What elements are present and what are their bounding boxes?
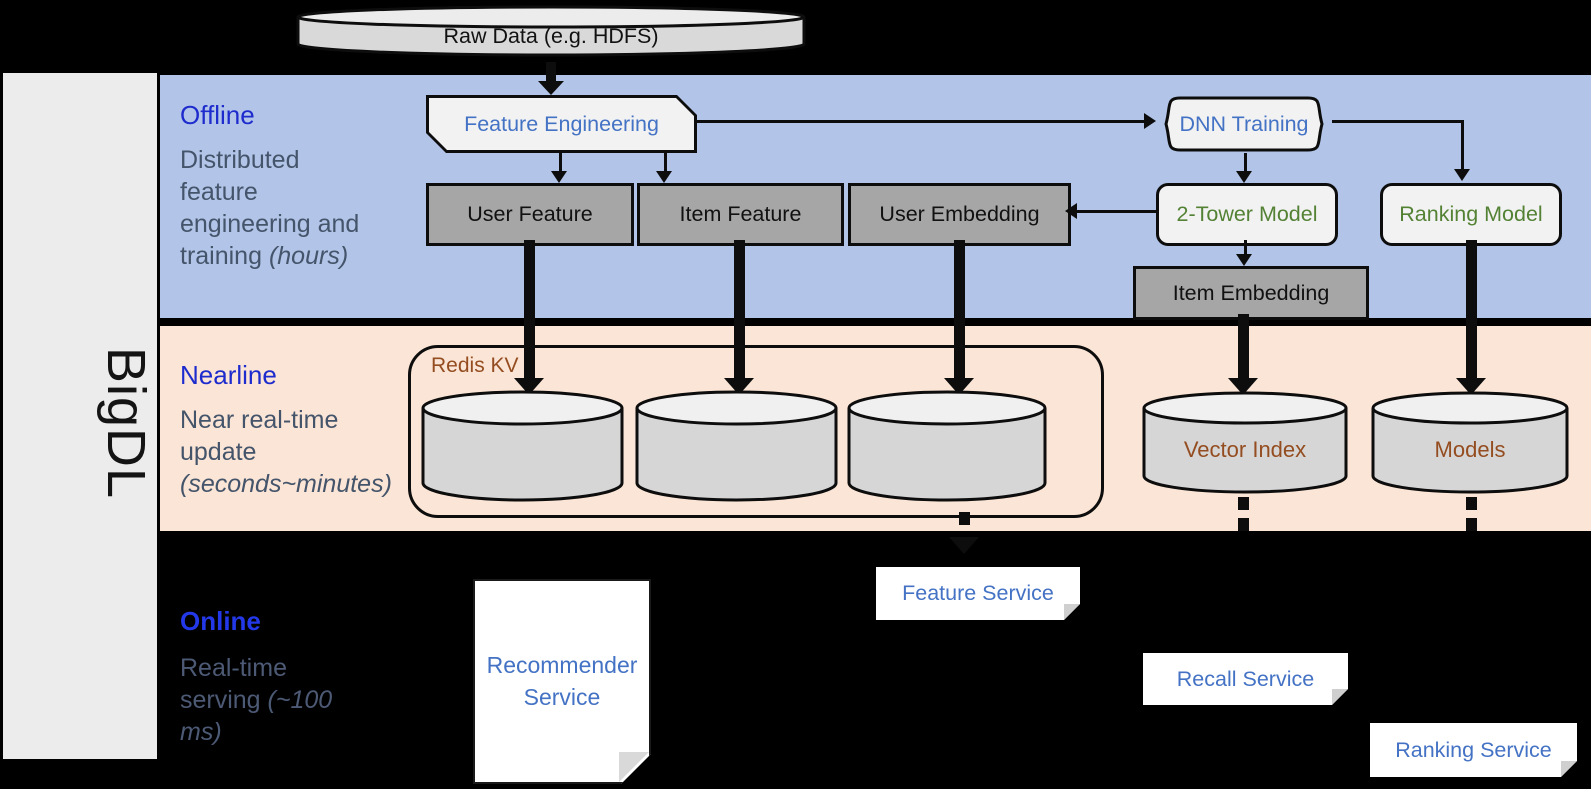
arrow-dnn-to-twotower-head [1236, 171, 1252, 183]
arrow-rankingmodel-to-models-line [1466, 240, 1477, 378]
arrow-userfeature-to-redis-line [524, 240, 535, 378]
vector-index-store: Vector Index [1141, 390, 1349, 498]
online-subtitle-text: Real-time serving [180, 654, 287, 714]
redis-kv-label: Redis KV [431, 354, 519, 377]
arrow-userembedding-to-redis-line [954, 240, 965, 378]
item-feature-label: Item Feature [679, 202, 802, 226]
arrow-fe-to-userfeature-head [551, 171, 567, 183]
user-feature-node: User Feature [426, 183, 634, 246]
nearline-subtitle-em: (seconds~minutes) [180, 470, 392, 498]
offline-subtitle-em: (hours) [268, 242, 349, 270]
arrow-rawdata-to-fe-line [546, 62, 556, 82]
arrow-twotower-to-userembedding-head [1065, 203, 1077, 219]
offline-subtitle-text: Distributed feature engineering and trai… [180, 146, 360, 270]
raw-data-label: Raw Data (e.g. HDFS) [443, 23, 659, 48]
brace-frame-shape [1164, 96, 1324, 152]
recall-service-label: Recall Service [1176, 666, 1315, 691]
page-fold-icon [1561, 761, 1577, 777]
arrow-dnn-to-ranking-hline [1332, 119, 1464, 123]
arrow-twotower-to-userembedding-line [1077, 209, 1156, 213]
redis-cylinder-3 [846, 388, 1048, 506]
arrow-dnn-to-ranking-vline [1461, 119, 1464, 170]
cylinder-shape [296, 5, 806, 57]
arrow-fe-to-itemfeature-head [656, 171, 672, 183]
nearline-title: Nearline [180, 360, 277, 390]
user-embedding-node: User Embedding [848, 183, 1071, 246]
two-tower-model-node: 2-Tower Model [1156, 183, 1338, 246]
feature-service-label: Feature Service [902, 581, 1054, 605]
arrow-vectorindex-to-recall-dashes [1238, 497, 1249, 531]
arrow-redis-to-featureservice-dashes [959, 512, 970, 533]
arrow-models-to-ranking-dashes [1466, 497, 1477, 531]
user-feature-label: User Feature [467, 202, 593, 226]
online-title: Online [180, 606, 261, 636]
arrow-rankingmodel-to-models-head [1456, 378, 1486, 395]
two-tower-model-label: 2-Tower Model [1176, 202, 1318, 226]
arrow-twotower-to-itemembedding-line [1243, 240, 1247, 254]
arrow-twotower-to-itemembedding-head [1236, 254, 1252, 266]
ranking-model-label: Ranking Model [1399, 202, 1543, 226]
arrow-fe-to-userfeature-line [558, 153, 562, 171]
offline-title: Offline [180, 100, 255, 130]
recommender-service-node: Recommender Service [473, 579, 651, 784]
arrow-itemembedding-to-vectorindex-head [1228, 378, 1258, 395]
user-embedding-label: User Embedding [879, 202, 1040, 226]
ranking-service-label: Ranking Service [1395, 737, 1552, 762]
arrow-rawdata-to-fe-head [538, 81, 564, 95]
feature-service-node: Feature Service [876, 567, 1080, 620]
arrow-fe-to-itemfeature-line [663, 153, 667, 171]
item-embedding-node: Item Embedding [1133, 266, 1369, 320]
page-fold-icon [619, 752, 649, 782]
item-embedding-label: Item Embedding [1172, 280, 1330, 305]
arrow-dnn-to-ranking-head [1454, 169, 1470, 181]
page-fold-icon [1332, 689, 1348, 705]
redis-cylinder-2 [634, 388, 839, 506]
feature-engineering-label: Feature Engineering [429, 98, 694, 150]
vector-index-label: Vector Index [1183, 437, 1307, 462]
models-label: Models [1434, 437, 1506, 462]
arrow-dnn-to-twotower-line [1243, 153, 1247, 171]
online-subtitle-em: (~100 ms) [180, 686, 333, 746]
arrow-fe-to-dnn-head [1144, 113, 1156, 129]
arrow-itemfeature-to-redis-line [734, 240, 745, 378]
arrow-fe-to-dnn-line [697, 119, 1144, 123]
online-subtitle: Real-time serving (~100 ms) [180, 652, 335, 748]
nearline-subtitle-text: Near real-time update [180, 406, 339, 466]
raw-data-store: Raw Data (e.g. HDFS) [295, 4, 807, 62]
ranking-model-node: Ranking Model [1380, 183, 1562, 246]
ranking-service-node: Ranking Service [1370, 723, 1577, 777]
dnn-training-node: DNN Training [1156, 95, 1332, 153]
item-feature-node: Item Feature [637, 183, 844, 246]
nearline-subtitle: Near real-time update (seconds~minutes) [180, 404, 398, 500]
page-fold-icon [1064, 604, 1080, 620]
redis-cylinder-1 [420, 388, 625, 506]
bigdl-brand-bar: BigDL [3, 73, 157, 759]
offline-subtitle: Distributed feature engineering and trai… [180, 144, 375, 272]
recommender-service-label: Recommender Service [486, 652, 638, 710]
arrow-itemembedding-to-vectorindex-line [1238, 314, 1249, 378]
feature-engineering-node: Feature Engineering [426, 95, 697, 153]
arrow-redis-to-featureservice-head [949, 537, 979, 554]
models-store: Models [1370, 390, 1570, 498]
bigdl-logo-text: BigDL [96, 346, 156, 500]
recall-service-node: Recall Service [1143, 653, 1348, 705]
dnn-training-label: DNN Training [1179, 111, 1309, 136]
redis-kv-container: Redis KV [408, 345, 1104, 518]
